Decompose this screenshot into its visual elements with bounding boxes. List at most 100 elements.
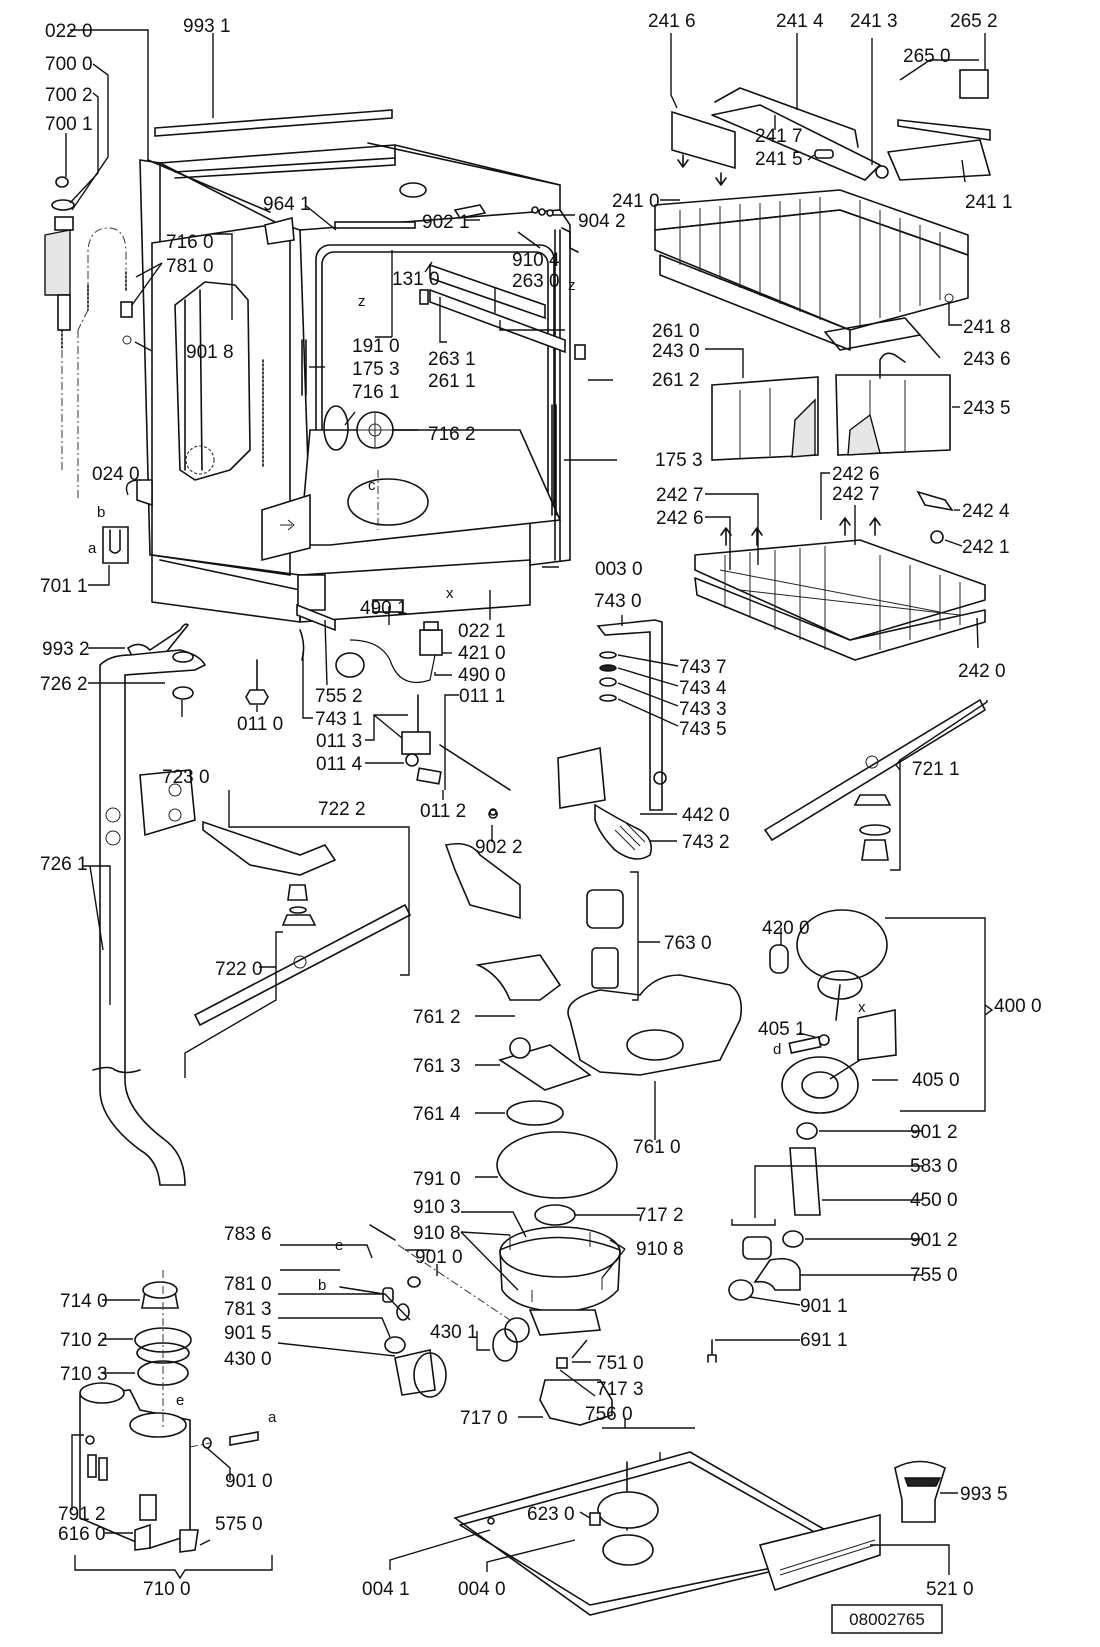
part-label: 241 3 — [850, 11, 898, 32]
part-label: 743 5 — [679, 719, 727, 740]
part-label: 011 0 — [237, 714, 283, 735]
connection-letter: e — [335, 1237, 343, 1254]
part-label: 490 1 — [360, 598, 408, 619]
part-label: 242 1 — [962, 537, 1010, 558]
connection-letter: c — [368, 477, 376, 494]
part-label: 755 2 — [315, 686, 363, 707]
part-labels: 022 0 993 1 700 0 700 2 700 1 964 1 902 … — [40, 11, 1042, 1600]
part-label: 910 3 — [413, 1197, 461, 1218]
part-label: 904 2 — [578, 211, 626, 232]
part-label: 261 0 — [652, 321, 700, 342]
motor-pump — [707, 909, 897, 1363]
part-label: 791 2 — [58, 1504, 106, 1525]
part-label: 901 1 — [800, 1296, 848, 1317]
reference-number: 08002765 — [849, 1610, 925, 1629]
part-label: 743 3 — [679, 699, 727, 720]
part-label: 723 0 — [162, 767, 210, 788]
part-label: 716 1 — [352, 382, 400, 403]
part-label: 700 0 — [45, 54, 93, 75]
part-label: 583 0 — [910, 1156, 958, 1177]
connection-letter: d — [773, 1041, 781, 1058]
part-label: 430 0 — [224, 1349, 272, 1370]
part-label: 781 0 — [224, 1274, 272, 1295]
part-label: 400 0 — [994, 996, 1042, 1017]
part-label: 575 0 — [215, 1514, 263, 1535]
part-label: 761 3 — [413, 1056, 461, 1077]
part-label: 243 0 — [652, 341, 700, 362]
connection-letter: z — [358, 293, 366, 310]
part-label: 783 6 — [224, 1224, 272, 1245]
part-label: 616 0 — [58, 1524, 106, 1545]
part-label: 241 0 — [612, 191, 660, 212]
part-label: 743 7 — [679, 657, 727, 678]
part-label: 521 0 — [926, 1579, 974, 1600]
part-label: 430 1 — [430, 1322, 478, 1343]
part-label: 701 1 — [40, 576, 88, 597]
part-label: 901 0 — [415, 1247, 463, 1268]
connection-letter: a — [88, 540, 97, 557]
drain-bracket — [557, 619, 667, 860]
part-label: 003 0 — [595, 559, 643, 580]
part-label: 131 0 — [392, 269, 440, 290]
part-label: 490 0 — [458, 665, 506, 686]
connection-letter: z — [568, 277, 576, 294]
part-label: 710 3 — [60, 1364, 108, 1385]
base-plate — [453, 1451, 946, 1616]
part-label: 901 0 — [225, 1471, 273, 1492]
part-label: 726 2 — [40, 674, 88, 695]
reference-number-box: 08002765 — [831, 1604, 943, 1634]
part-label: 751 0 — [596, 1353, 644, 1374]
part-label: 717 0 — [460, 1408, 508, 1429]
part-label: 011 3 — [316, 731, 362, 752]
part-label: 993 5 — [960, 1484, 1008, 1505]
part-label: 243 6 — [963, 349, 1011, 370]
connection-letter: b — [318, 1277, 326, 1294]
part-label: 910 8 — [413, 1223, 461, 1244]
part-label: 175 3 — [352, 359, 400, 380]
part-label: 263 0 — [512, 271, 560, 292]
part-label: 242 7 — [656, 485, 704, 506]
part-label: 691 1 — [800, 1330, 848, 1351]
part-label: 261 2 — [652, 370, 700, 391]
connection-letter: a — [268, 1409, 277, 1426]
part-label: 722 2 — [318, 799, 366, 820]
connection-letter: x — [858, 999, 866, 1016]
part-label: 902 2 — [475, 837, 523, 858]
part-label: 755 0 — [910, 1265, 958, 1286]
part-label: 716 0 — [166, 232, 214, 253]
connection-letter: e — [176, 1392, 184, 1409]
part-label: 421 0 — [458, 643, 506, 664]
part-label: 265 0 — [903, 46, 951, 67]
part-label: 022 0 — [45, 21, 93, 42]
upper-supply-tube — [92, 649, 207, 1186]
part-label: 901 5 — [224, 1323, 272, 1344]
part-label: 781 0 — [166, 256, 214, 277]
part-label: 242 6 — [832, 464, 880, 485]
part-label: 910 4 — [512, 250, 560, 271]
part-label: 993 1 — [183, 16, 231, 37]
part-label: 241 6 — [648, 11, 696, 32]
softener-710 — [79, 1270, 259, 1553]
part-label: 175 3 — [655, 450, 703, 471]
part-label: 011 2 — [420, 801, 466, 822]
connection-letter: x — [446, 585, 454, 602]
part-label: 241 5 — [755, 149, 803, 170]
part-label: 263 1 — [428, 349, 476, 370]
part-label: 261 1 — [428, 371, 476, 392]
part-label: 993 2 — [42, 639, 90, 660]
part-label: 743 2 — [682, 832, 730, 853]
part-label: 242 4 — [962, 501, 1010, 522]
part-label: 761 0 — [633, 1137, 681, 1158]
part-label: 405 0 — [912, 1070, 960, 1091]
part-label: 242 6 — [656, 508, 704, 529]
connection-letters: a b c d e x z z x b e a — [88, 277, 866, 1426]
sump-filter — [444, 842, 743, 1426]
part-label: 726 1 — [40, 854, 88, 875]
part-label: 242 0 — [958, 661, 1006, 682]
part-label: 901 2 — [910, 1122, 958, 1143]
part-label: 004 1 — [362, 1579, 410, 1600]
part-label: 450 0 — [910, 1190, 958, 1211]
part-label: 743 0 — [594, 591, 642, 612]
lower-basket — [677, 154, 986, 661]
